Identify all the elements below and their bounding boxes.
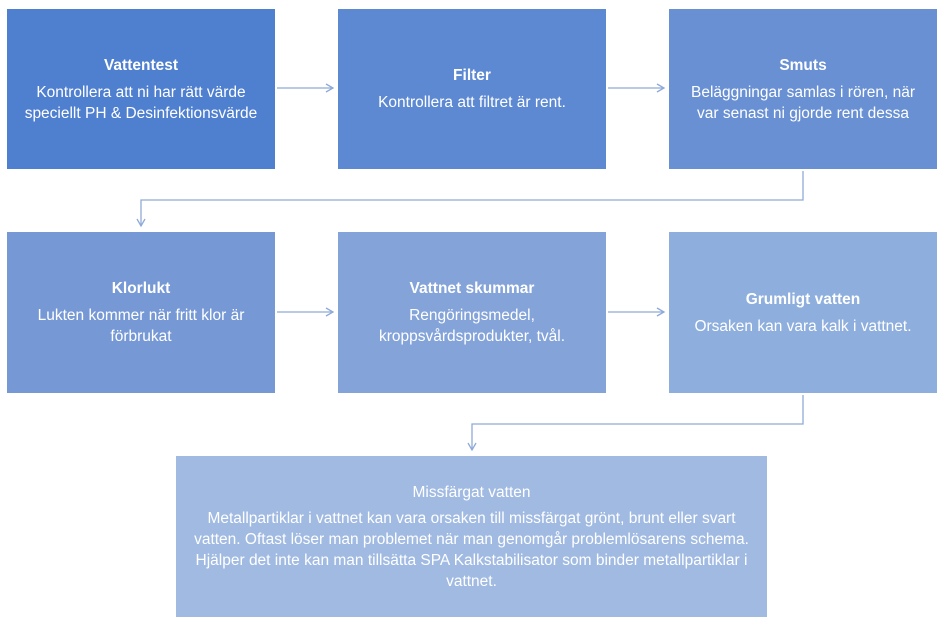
arrow-head [656, 83, 666, 93]
node-desc: Lukten kommer när fritt klor är förbruka… [37, 307, 245, 345]
arrow-head [467, 442, 477, 452]
node-title: Smuts [779, 56, 827, 74]
node-title: Vattnet skummar [409, 280, 535, 297]
node-desc: Rengöringsmedel, kroppsvårdsprodukter, t… [378, 307, 566, 345]
node-grumligt-vatten: Grumligt vatten Orsaken kan vara kalk i … [669, 232, 937, 393]
arrow-head [325, 83, 335, 93]
node-title: Missfärgat vatten [412, 483, 531, 501]
arrow-head [325, 307, 335, 317]
node-desc: Beläggningar samlas i rören, när var sen… [690, 83, 915, 122]
node-title: Vattentest [103, 56, 179, 74]
node-missfargat-vatten: Missfärgat vatten Metallpartiklar i vatt… [176, 456, 767, 617]
node-filter: Filter Kontrollera att filtret är rent. [338, 9, 606, 169]
node-smuts: Smuts Beläggningar samlas i rören, när v… [669, 9, 937, 169]
node-title: Filter [453, 67, 491, 84]
arrow-head [136, 218, 146, 228]
node-title: Grumligt vatten [745, 290, 861, 308]
node-desc: Kontrollera att filtret är rent. [378, 94, 566, 111]
node-desc: Metallpartiklar i vattnet kan vara orsak… [194, 509, 749, 590]
arrow-grumligt-missfargat [471, 395, 804, 450]
node-vattnet-skummar: Vattnet skummar Rengöringsmedel, kroppsv… [338, 232, 606, 393]
arrow-head [656, 307, 666, 317]
node-vattentest: Vattentest Kontrollera att ni har rätt v… [7, 9, 275, 169]
node-desc: Orsaken kan vara kalk i vattnet. [694, 317, 912, 335]
node-title: Klorlukt [111, 280, 171, 297]
node-klorlukt: Klorlukt Lukten kommer när fritt klor är… [7, 232, 275, 393]
arrow-smuts-klorlukt [140, 171, 804, 226]
node-desc: Kontrollera att ni har rätt värde specie… [24, 83, 258, 122]
